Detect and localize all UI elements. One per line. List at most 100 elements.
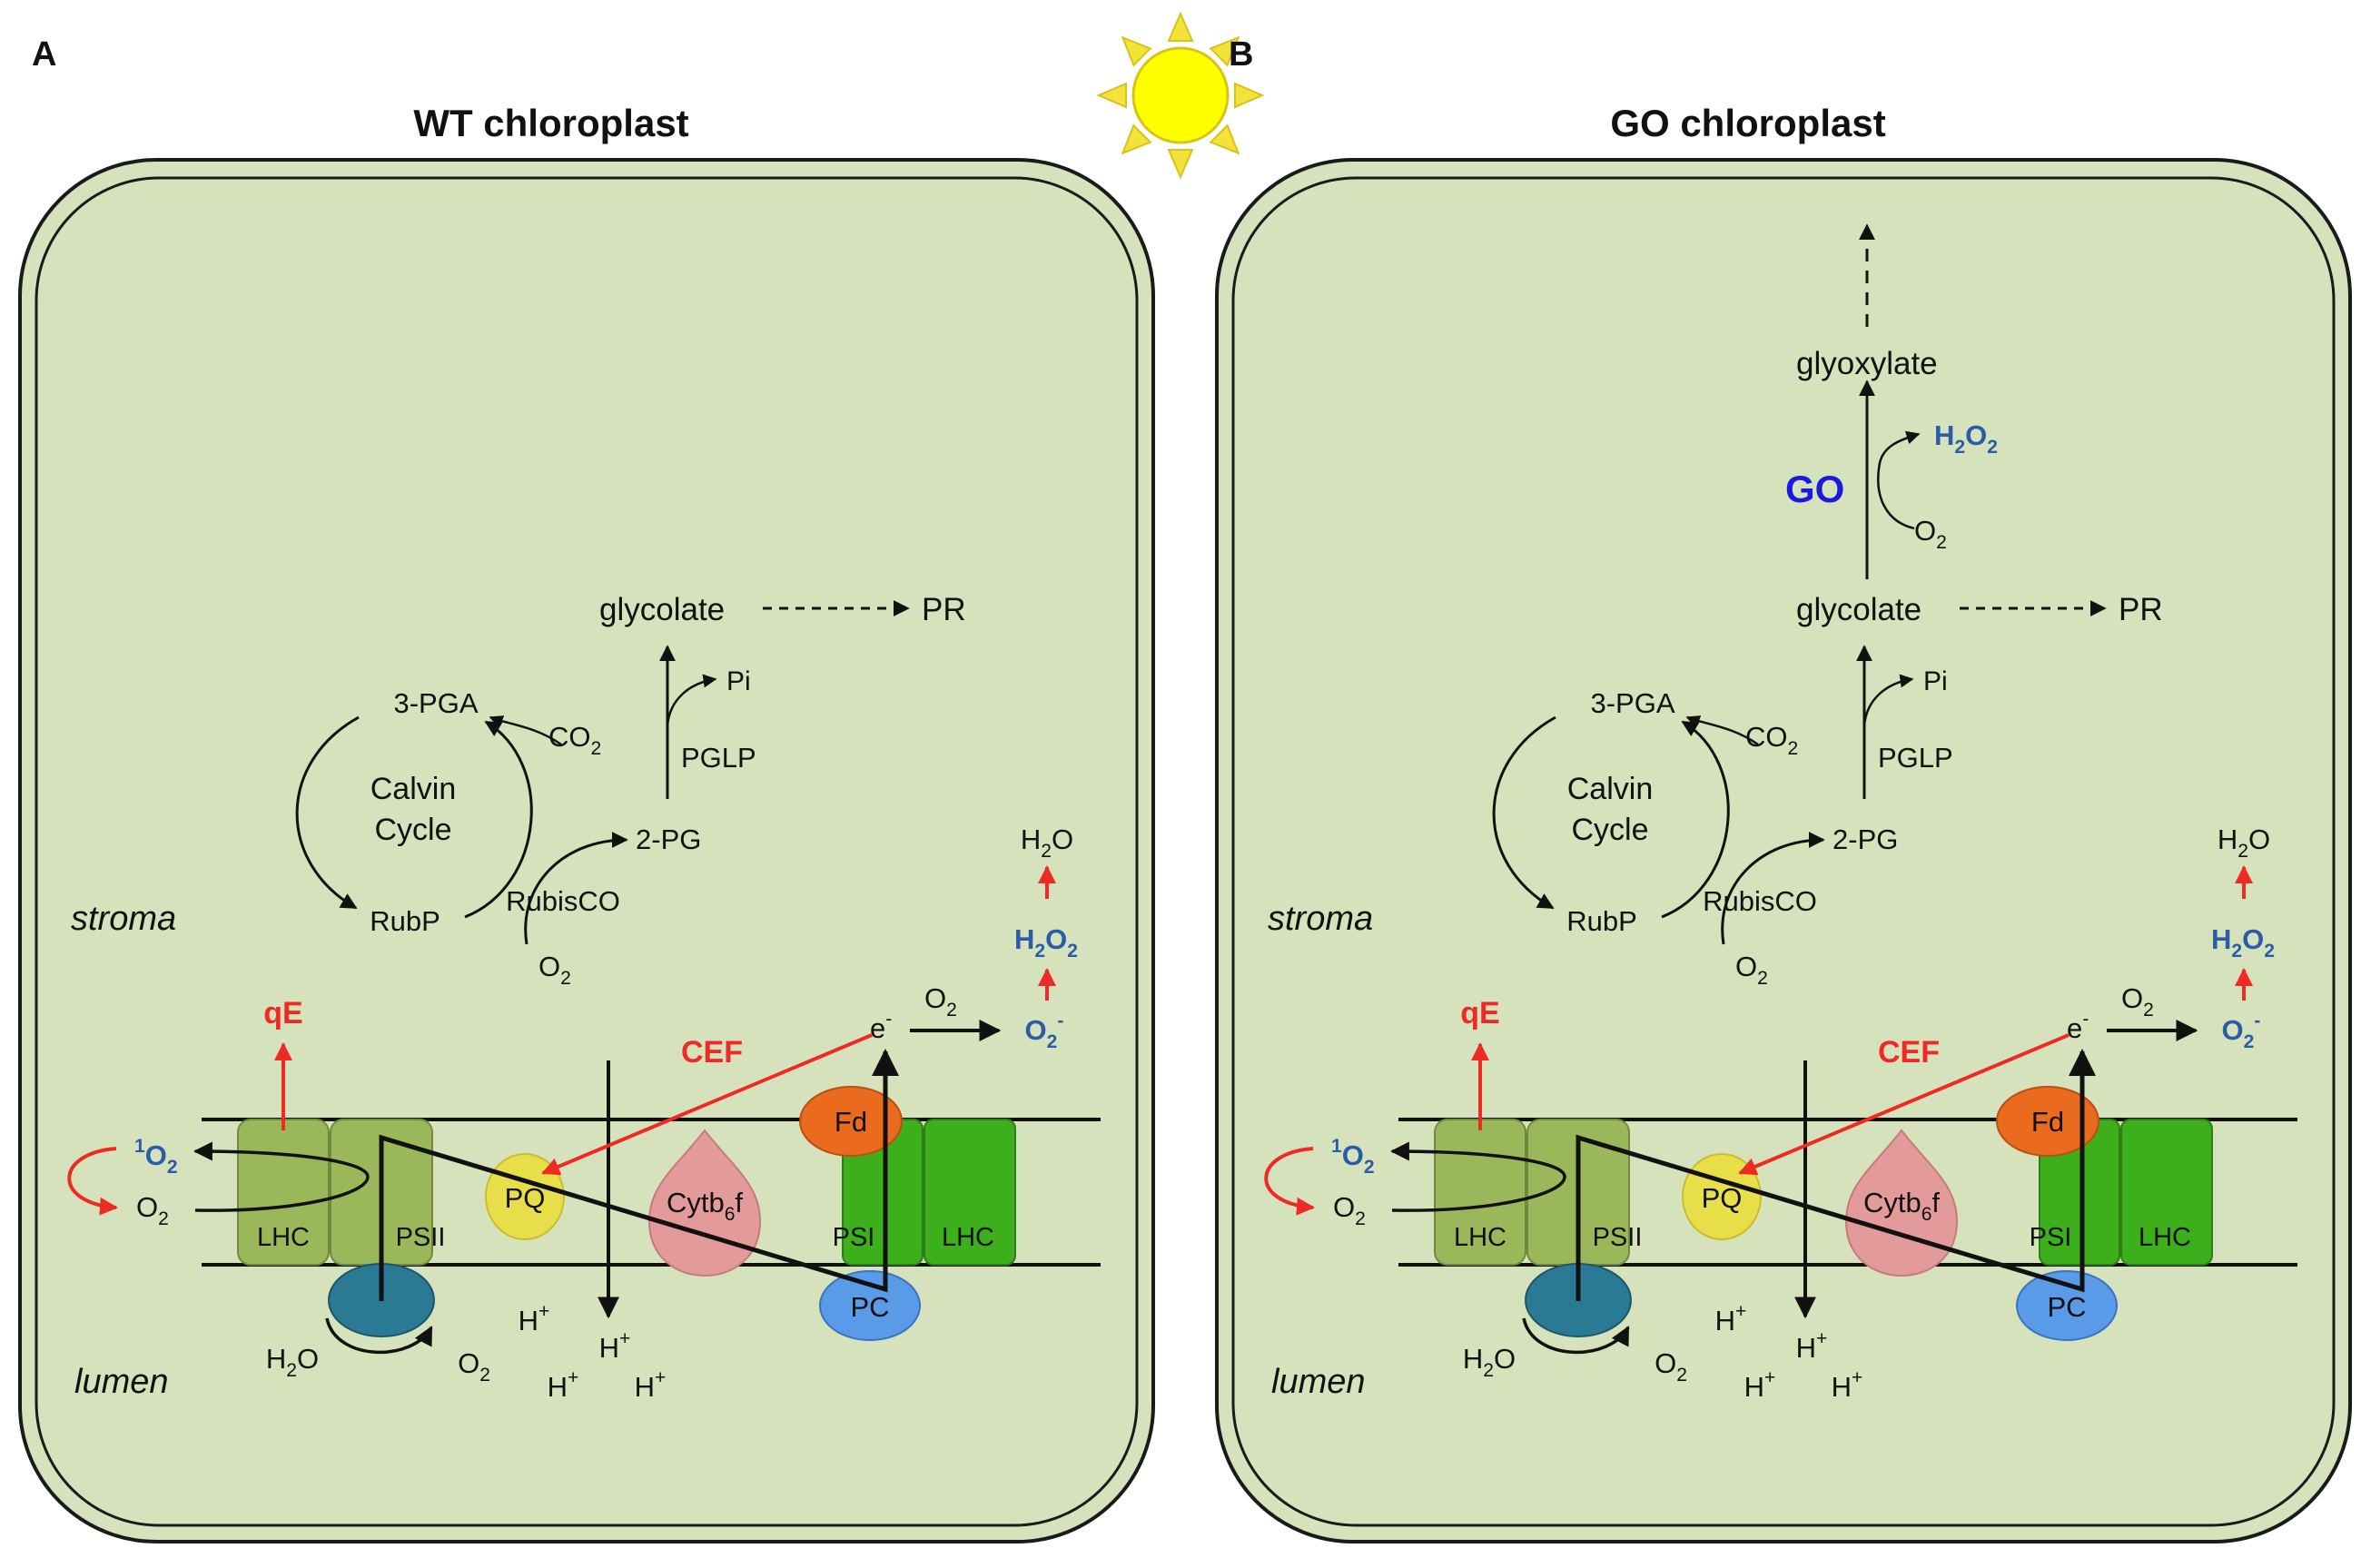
water-label-part: O: [1052, 823, 1073, 855]
h2o2-label-part: 2: [1067, 941, 1078, 962]
qe-label: qE: [1460, 996, 1499, 1031]
three-pga-label-part: 3-PGA: [393, 687, 478, 719]
qe-label-part: qE: [263, 996, 302, 1031]
rubisco-label-part: RubisCO: [1703, 885, 1817, 917]
sun-ray: [1209, 123, 1240, 155]
lhc-left-label-part: LHC: [257, 1223, 310, 1252]
lumen-water-label-part: 2: [1483, 1360, 1494, 1381]
lumen-label: lumen: [1271, 1363, 1366, 1401]
h2o2-label-part: H: [2211, 923, 2231, 955]
lumen-label-part: lumen: [1271, 1363, 1366, 1401]
rubp-label-part: RubP: [370, 905, 440, 937]
glyoxylate-label-part: glyoxylate: [1796, 346, 1938, 381]
o2-label-part: O: [538, 951, 560, 982]
energy-transfer-arrow: [193, 1141, 370, 1212]
water-label-part: H: [2218, 823, 2238, 855]
two-pg-label-part: 2-PG: [636, 823, 701, 855]
lumen-water-label: H2O: [266, 1343, 319, 1381]
superoxide-label-part: -: [1057, 1011, 1063, 1031]
sun-ray: [1234, 82, 1265, 109]
superoxide-label-part: O: [2222, 1014, 2244, 1046]
o2-label: O2: [538, 951, 571, 989]
o2-left-label-part: O: [136, 1191, 158, 1223]
lhc-right-complex: [2120, 1119, 2213, 1266]
pc-protein: [2016, 1270, 2118, 1341]
cycle-label: Cycle: [374, 813, 451, 847]
proton-label-part: +: [619, 1328, 630, 1349]
h2o2-label-part: 2: [2264, 941, 2275, 962]
singlet-oxygen-label: 1O2: [134, 1136, 178, 1178]
chloroplast-inner-membrane: [35, 176, 1139, 1527]
pglp-label: PGLP: [681, 742, 756, 774]
lumen-label-part: lumen: [74, 1363, 169, 1401]
panel-b: BGO chloroplaststromalumen3-PGACO2Calvin…: [1215, 35, 2352, 1543]
lhc-right-label: LHC: [2139, 1223, 2191, 1252]
cytb6f-label-part: 6: [1921, 1204, 1932, 1225]
pglp-label: PGLP: [1878, 742, 1953, 774]
panel-title-part: WT chloroplast: [413, 102, 688, 144]
pglp-label-part: PGLP: [1878, 742, 1953, 774]
proton-label-part: +: [538, 1301, 549, 1322]
proton-label-part: +: [655, 1367, 666, 1388]
cef-label: CEF: [681, 1035, 743, 1070]
proton-label-part: +: [1852, 1367, 1862, 1388]
sun-ray: [1121, 123, 1152, 155]
three-pga-label: 3-PGA: [1590, 687, 1674, 719]
proton-label: H+: [1744, 1367, 1776, 1403]
go-o2-label-part: O: [1914, 515, 1936, 547]
h2o2-label: H2O2: [2211, 923, 2275, 962]
panel-title: GO chloroplast: [1610, 102, 1885, 144]
sun-disk: [1131, 46, 1230, 144]
qe-label: qE: [263, 996, 302, 1031]
pr-label-part: PR: [922, 592, 966, 627]
fd-protein: [1996, 1086, 2099, 1157]
pc-label-part: PC: [2047, 1291, 2086, 1323]
panel-title: WT chloroplast: [413, 102, 688, 144]
h2o2-label-part: H: [1014, 923, 1034, 955]
lumen-label: lumen: [74, 1363, 169, 1401]
cycle-label: Cycle: [1571, 813, 1648, 847]
h2o2-label-part: O: [2242, 923, 2264, 955]
proton-label-part: +: [1735, 1301, 1746, 1322]
energy-transfer-arrow: [1389, 1141, 1566, 1212]
proton-label-part: +: [1764, 1367, 1775, 1388]
pi-label: Pi: [1923, 666, 1948, 696]
proton-label-part: H: [1832, 1371, 1852, 1403]
lhc-left-label: LHC: [1454, 1223, 1506, 1252]
lhc-right-complex: [924, 1119, 1016, 1266]
sun-ray: [1167, 11, 1194, 42]
h2o2-label-part: 2: [2231, 941, 2242, 962]
proton-label-part: H: [548, 1371, 568, 1403]
proton-label-part: H: [1715, 1305, 1735, 1336]
co2-label-part: 2: [1788, 738, 1799, 759]
qe-label-part: qE: [1460, 996, 1499, 1031]
lumen-o2-label-part: O: [1655, 1347, 1676, 1379]
two-pg-label-part: 2-PG: [1832, 823, 1898, 855]
o2-label-part: 2: [1757, 968, 1768, 989]
electron-label: e-: [2067, 1009, 2089, 1044]
lumen-water-label: H2O: [1463, 1343, 1516, 1381]
cef-label: CEF: [1878, 1035, 1940, 1070]
pq-label: PQ: [505, 1182, 546, 1214]
go-h2o2-label-part: 2: [1987, 437, 1998, 458]
lhc-right-label-part: LHC: [942, 1223, 994, 1252]
pi-release-arrow: [666, 674, 717, 727]
superoxide-label-part: O: [1025, 1014, 1047, 1046]
glycolate-label-part: glycolate: [599, 592, 725, 627]
proton-label: H+: [1796, 1328, 1828, 1364]
proton-label-part: H: [635, 1371, 655, 1403]
proton-label-part: H: [599, 1332, 619, 1364]
water-splitting-arrow: [325, 1317, 433, 1354]
proton-label: H+: [548, 1367, 579, 1403]
water-splitting-arrow: [1522, 1317, 1630, 1354]
cytb6f-label-part: 6: [725, 1204, 736, 1225]
calvin-label-part: Calvin: [370, 772, 456, 806]
o2-left-label-part: O: [1333, 1191, 1355, 1223]
chloroplast-outer-membrane: [18, 158, 1155, 1543]
pi-label: Pi: [726, 666, 751, 696]
stroma-label: stroma: [1268, 900, 1373, 938]
panel-a: AWT chloroplaststromalumen3-PGACO2Calvin…: [18, 35, 1155, 1543]
go-o2-label-part: 2: [1936, 532, 1947, 553]
calvin-right-arc: [464, 720, 533, 919]
cytb6f-label-part: Cytb: [1863, 1187, 1921, 1218]
